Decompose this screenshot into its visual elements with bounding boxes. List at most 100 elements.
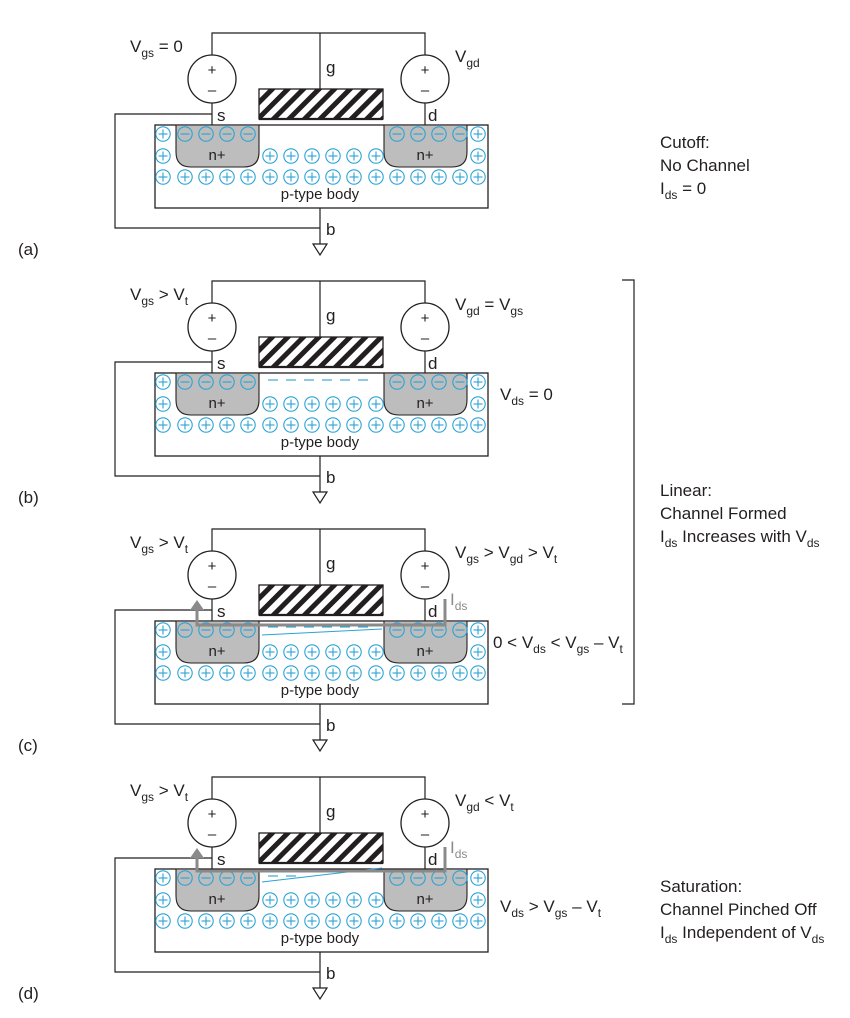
body-terminal-label: b: [326, 220, 335, 239]
drain-nplus-label: n+: [416, 891, 433, 908]
hole-charge: [452, 665, 468, 681]
source-body-wire: [114, 113, 320, 229]
drain-current-label: Ids: [450, 590, 467, 613]
hole-charge: [155, 126, 171, 142]
hole-charge: [346, 913, 362, 929]
hole-charge: [389, 913, 405, 929]
hole-charge: [470, 913, 486, 929]
body-label: p-type body: [281, 434, 360, 451]
hole-charge: [283, 417, 299, 433]
hole-charge: [368, 396, 384, 412]
body-label: p-type body: [281, 930, 360, 947]
source-n-region: [175, 620, 260, 664]
hole-charge: [389, 665, 405, 681]
source-nplus-label: n+: [208, 147, 225, 164]
hole-charge: [262, 169, 278, 185]
vgs-condition: Vgs = 0: [130, 37, 183, 60]
hole-charge: [389, 169, 405, 185]
hole-charge: [155, 644, 171, 660]
hole-charge: [240, 913, 256, 929]
plus-sign: +: [421, 806, 430, 823]
panel-tag: (c): [18, 736, 38, 755]
hole-charge: [470, 148, 486, 164]
drain-voltage-source: +–: [400, 798, 450, 848]
gate-electrode: [258, 88, 384, 120]
source-nplus-label: n+: [208, 891, 225, 908]
source-terminal-label: s: [217, 850, 226, 869]
mode-line: Ids Independent of Vds: [660, 923, 824, 946]
hole-charge: [240, 169, 256, 185]
hole-charge: [155, 417, 171, 433]
source-nplus-label: n+: [208, 395, 225, 412]
minus-sign: –: [421, 826, 430, 843]
hole-charge: [410, 169, 426, 185]
vgs-condition: Vgs > Vt: [130, 533, 189, 556]
hole-charge: [368, 644, 384, 660]
minus-sign: –: [421, 330, 430, 347]
source-body-wire: [114, 361, 320, 477]
hole-charge: [283, 913, 299, 929]
plus-sign: +: [208, 558, 217, 575]
hole-charge: [155, 892, 171, 908]
top-wire: [211, 280, 426, 304]
vgs-condition: Vgs > Vt: [130, 285, 189, 308]
hole-charge: [219, 169, 235, 185]
vds-condition: Vds > Vgs – Vt: [500, 897, 602, 920]
hole-charge: [410, 417, 426, 433]
hole-charge: [368, 148, 384, 164]
hole-charge: [470, 665, 486, 681]
hole-charge: [155, 374, 171, 390]
hole-charge: [198, 913, 214, 929]
hole-charge: [304, 169, 320, 185]
hole-charge: [304, 396, 320, 412]
source-n-region: [175, 868, 260, 912]
hole-charge: [155, 665, 171, 681]
hole-charge: [262, 644, 278, 660]
hole-charge: [470, 126, 486, 142]
minus-sign: –: [421, 578, 430, 595]
plus-sign: +: [208, 310, 217, 327]
hole-charge: [177, 417, 193, 433]
ground-symbol: [311, 491, 329, 505]
hole-charge: [452, 169, 468, 185]
hole-charge: [346, 892, 362, 908]
hole-charge: [368, 892, 384, 908]
plus-sign: +: [421, 62, 430, 79]
hole-charge: [198, 665, 214, 681]
hole-charge: [325, 892, 341, 908]
hole-charge: [470, 417, 486, 433]
hole-charge: [470, 169, 486, 185]
hole-charge: [325, 417, 341, 433]
vgd-condition: Vgd: [455, 47, 480, 70]
source-n-region: [175, 124, 260, 168]
hole-charge: [155, 870, 171, 886]
hole-charge: [368, 417, 384, 433]
source-nplus-label: n+: [208, 643, 225, 660]
hole-charge: [431, 169, 447, 185]
hole-charge: [346, 644, 362, 660]
gate-terminal-label: g: [326, 58, 335, 77]
hole-charge: [389, 417, 405, 433]
source-n-region: [175, 372, 260, 416]
source-terminal-label: s: [217, 106, 226, 125]
drain-current-arrow: [190, 847, 447, 873]
hole-charge: [240, 417, 256, 433]
body-label: p-type body: [281, 682, 360, 699]
hole-charge: [155, 169, 171, 185]
drain-voltage-source: +–: [400, 550, 450, 600]
hole-charge: [470, 622, 486, 638]
panel-tag: (a): [18, 240, 39, 259]
hole-charge: [304, 665, 320, 681]
hole-charge: [262, 913, 278, 929]
vds-condition: Vds = 0: [500, 385, 553, 408]
drain-current-arrow: [190, 599, 447, 627]
hole-charge: [262, 665, 278, 681]
linear-mode-bracket: [622, 279, 635, 705]
hole-charge: [325, 148, 341, 164]
hole-charge: [470, 644, 486, 660]
hole-charge: [283, 665, 299, 681]
